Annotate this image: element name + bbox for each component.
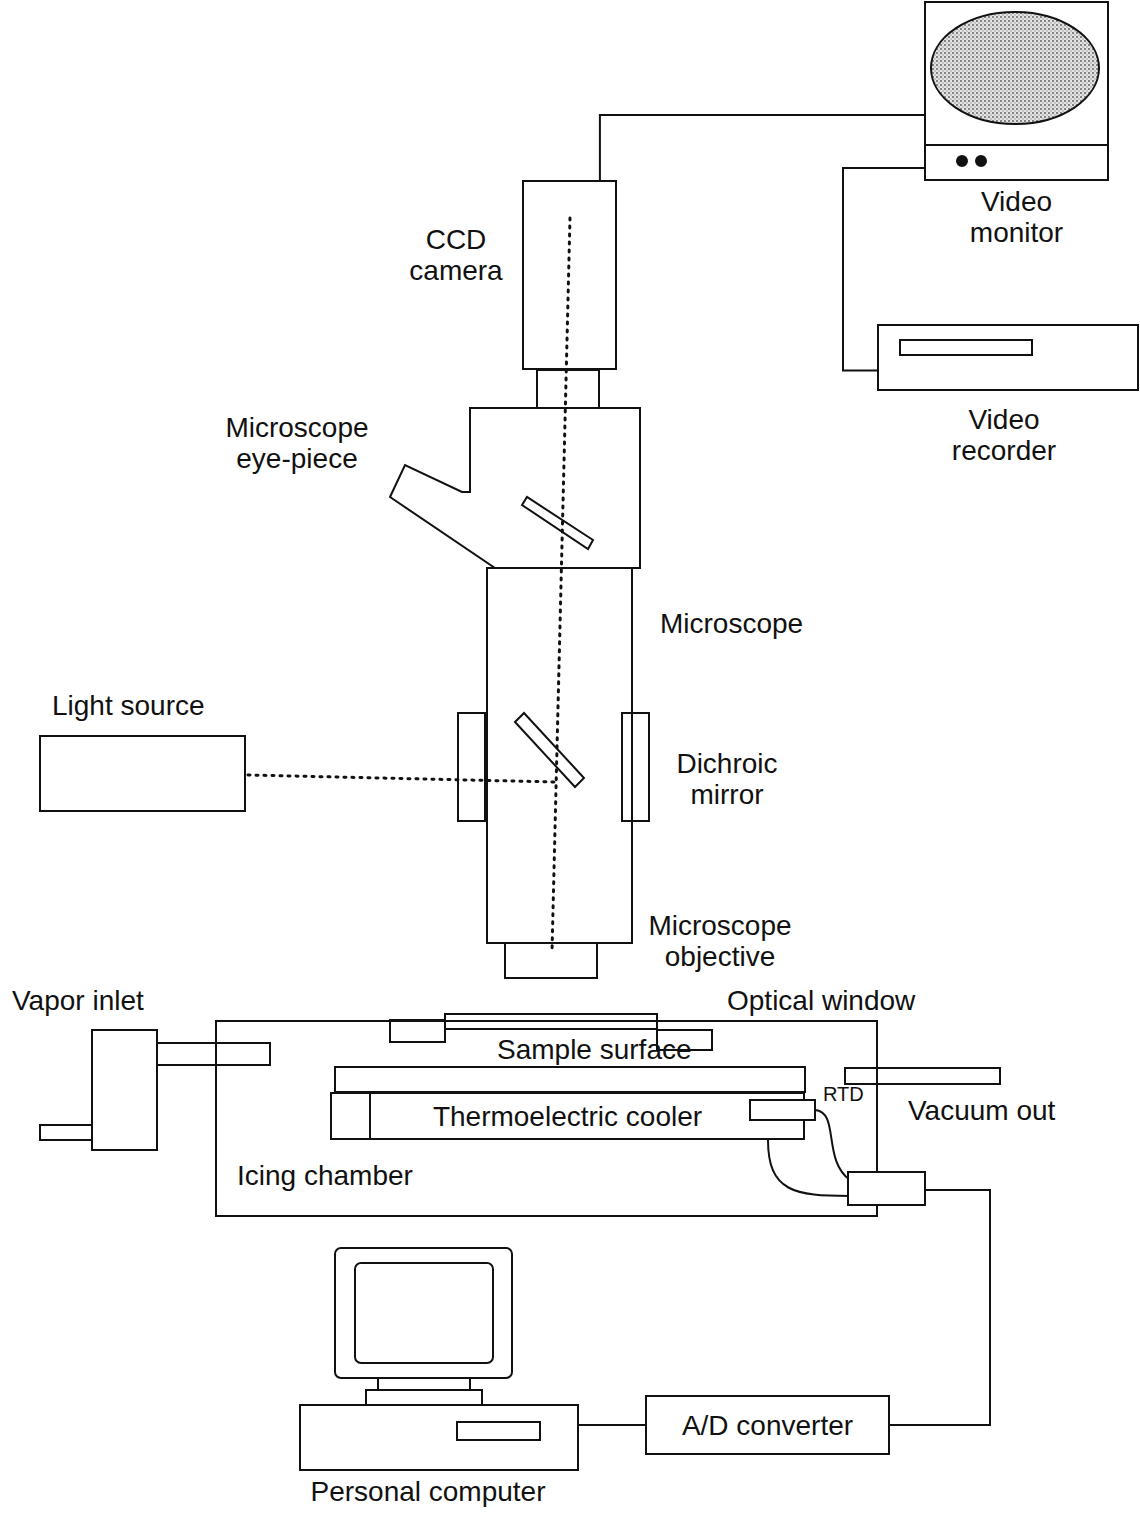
part-label: Vacuum out — [908, 1095, 1055, 1126]
light-source — [40, 736, 245, 811]
beam-splitter — [522, 497, 593, 549]
camera-mount — [537, 370, 599, 408]
part-label: Optical window — [727, 985, 915, 1016]
inlet-pipe — [40, 1125, 92, 1140]
filter-plate — [622, 713, 649, 821]
part-label: Vapor inlet — [12, 985, 144, 1016]
part-label: Sample surface — [497, 1034, 692, 1065]
node-label: Thermoelectric cooler — [433, 1101, 702, 1132]
part-label: Dichroic mirror — [657, 748, 797, 810]
signal-cable — [843, 168, 925, 371]
part-label: RTD — [823, 1083, 864, 1106]
microscope-tube — [487, 568, 632, 943]
camera-box: CCD camera — [522, 180, 617, 370]
inlet-valve — [92, 1030, 157, 1150]
personal-computer — [300, 1248, 578, 1470]
light-path — [248, 775, 556, 782]
dichroic-mirror — [515, 713, 584, 787]
video-monitor — [925, 2, 1108, 180]
sample-plate — [335, 1067, 805, 1092]
light-path — [552, 218, 570, 952]
video-recorder — [878, 325, 1138, 390]
recorder-node: Video recorder — [878, 325, 1138, 390]
vacuum-tube — [845, 1068, 1000, 1084]
part-label: Microscope eye-piece — [212, 412, 382, 474]
node-label: CCD camera — [396, 224, 516, 286]
window-clamp — [390, 1020, 445, 1042]
part-label: Light source — [52, 690, 205, 721]
node-label: Personal computer — [288, 1476, 568, 1507]
part-label: Microscope objective — [635, 910, 805, 972]
signal-cable — [578, 1424, 645, 1426]
signal-cable — [878, 1190, 990, 1425]
microscope-head — [390, 408, 640, 568]
node-label: Icing chamber — [237, 1160, 413, 1191]
node-label: A/D converter — [682, 1410, 853, 1441]
filter-plate — [458, 713, 485, 821]
converter-box: A/D converter — [645, 1395, 890, 1455]
power-wire — [768, 1140, 850, 1196]
sensor-wire — [815, 1110, 850, 1180]
computer-node: Personal computer — [300, 1248, 578, 1470]
cooler-box: Thermoelectric cooler — [330, 1092, 805, 1140]
part-label: Microscope — [660, 608, 803, 639]
node-label: Video recorder — [919, 404, 1089, 466]
signal-cable — [600, 115, 925, 180]
monitor-node: Video monitor — [925, 2, 1108, 180]
junction-box — [848, 1172, 925, 1205]
inlet-tube — [155, 1043, 270, 1065]
node-label: Video monitor — [937, 186, 1097, 248]
cooler-divider — [369, 1093, 371, 1139]
rtd-sensor — [750, 1100, 815, 1120]
